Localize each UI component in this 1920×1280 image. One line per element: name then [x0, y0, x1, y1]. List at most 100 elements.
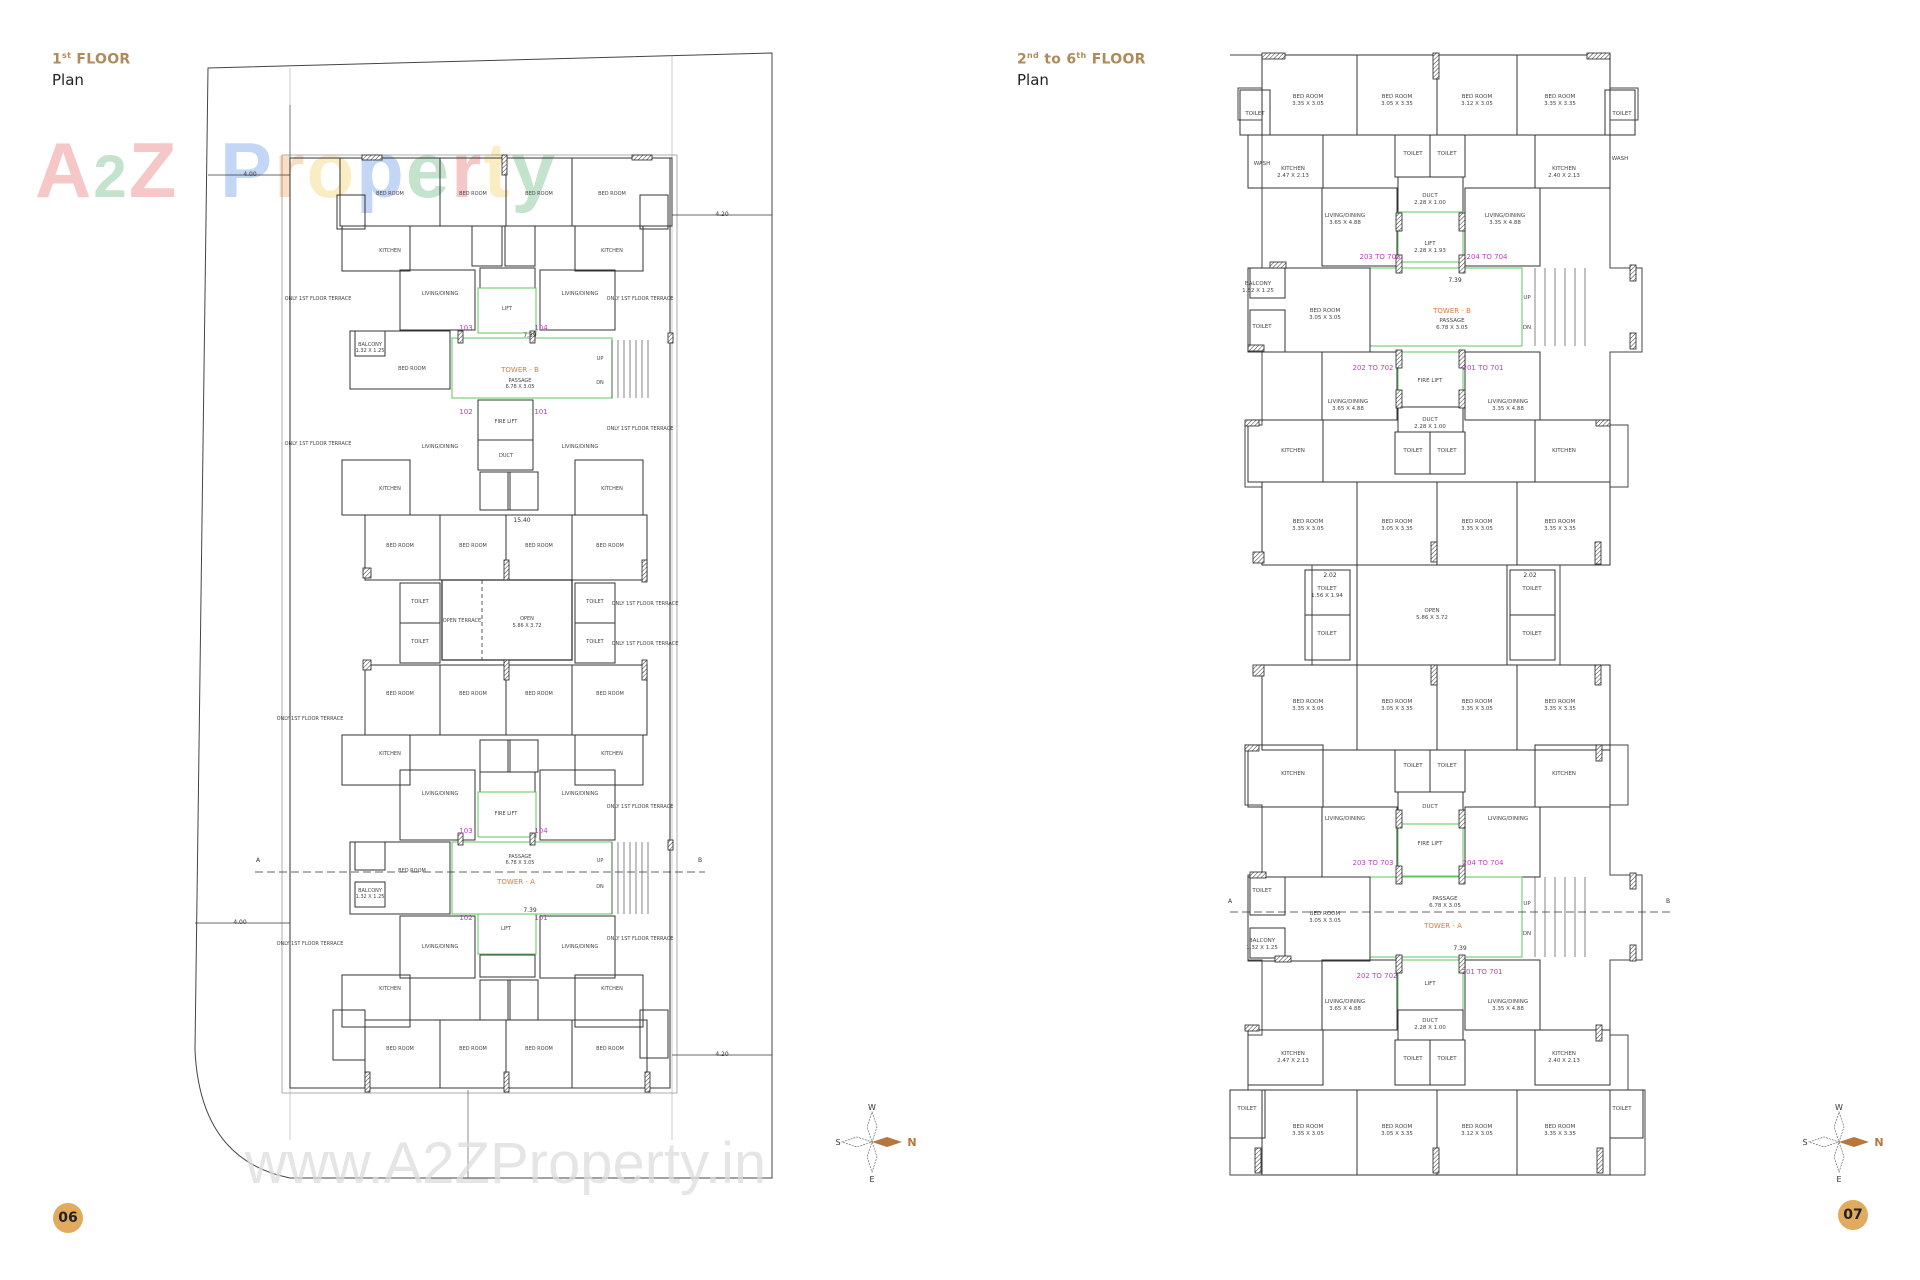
room-label: ONLY 1ST FLOOR TERRACE: [607, 804, 674, 810]
room-size: 2.40 X 2.13: [1548, 173, 1580, 179]
room-label: DUCT: [1422, 417, 1438, 423]
room-label: KITCHEN: [601, 751, 623, 757]
room-label: TOILET: [1436, 1056, 1457, 1062]
room-label: BED ROOM: [1462, 519, 1493, 525]
room-size: 3.05 X 3.05: [1309, 315, 1341, 321]
room-size: 3.35 X 3.35: [1544, 526, 1576, 532]
room-label: LIVING/DINING: [1488, 816, 1528, 822]
passage-label: PASSAGE: [509, 378, 532, 384]
room-label: KITCHEN: [1281, 1051, 1305, 1057]
room-size: 3.05 X 3.05: [1309, 918, 1341, 924]
room-size: 3.05 X 3.35: [1381, 1131, 1413, 1137]
room-label: LIVING/DINING: [1325, 999, 1365, 1005]
room-label: BED ROOM: [596, 543, 624, 549]
room-label: TOILET: [1402, 448, 1423, 454]
room-label: BED ROOM: [1293, 1124, 1324, 1130]
room-label: BED ROOM: [1310, 308, 1341, 314]
room-label: TOILET: [1402, 151, 1423, 157]
unit-number: 101: [534, 408, 547, 416]
room-label: LIVING/DINING: [562, 944, 599, 950]
room-size: 3.35 X 3.05: [1292, 1131, 1324, 1137]
title-mid: to 6: [1039, 51, 1077, 68]
room-label: KITCHEN: [601, 248, 623, 254]
unit-number: 101: [534, 914, 547, 922]
section-marker-b: B: [1666, 898, 1670, 905]
unit-number: 103: [459, 827, 472, 835]
room-label: KITCHEN: [1281, 448, 1305, 454]
room-label: TOILET: [585, 599, 604, 605]
wm-letter-z: Z: [128, 126, 179, 214]
room-label: BALCONY: [358, 342, 383, 348]
room-label: BED ROOM: [459, 191, 487, 197]
room-label: LIVING/DINING: [422, 791, 459, 797]
room-label: LIVING/DINING: [1325, 213, 1365, 219]
room-label: BALCONY: [1249, 938, 1276, 944]
room-size: 2.40 X 2.13: [1548, 1058, 1580, 1064]
room-label: TOILET: [1244, 111, 1265, 117]
room-size: 3.35 X 3.35: [1544, 101, 1576, 107]
room-label: TOILET: [1236, 1106, 1257, 1112]
room-label: KITCHEN: [1552, 166, 1576, 172]
title-floor-number: 1: [52, 51, 63, 68]
room-label: DUCT: [1422, 804, 1438, 810]
unit-number: 104: [534, 827, 548, 835]
room-label: ONLY 1ST FLOOR TERRACE: [612, 601, 679, 607]
dim-label: 4.20: [715, 1051, 729, 1058]
room-size: 2.47 X 2.13: [1277, 173, 1309, 179]
stair-up-label: UP: [597, 356, 604, 362]
room-label: BED ROOM: [1462, 699, 1493, 705]
room-label: LIVING/DINING: [1328, 399, 1368, 405]
passage-size: 6.78 X 3.05: [1436, 325, 1468, 331]
room-label: BED ROOM: [1382, 519, 1413, 525]
section-marker-a: A: [1228, 898, 1233, 905]
room-label: ONLY 1ST FLOOR TERRACE: [607, 936, 674, 942]
compass-w: W: [1835, 1103, 1843, 1112]
compass-s: S: [835, 1138, 840, 1147]
room-size: 3.35 X 3.05: [1292, 526, 1324, 532]
room-label: TOILET: [1251, 888, 1272, 894]
room-label: BED ROOM: [1293, 94, 1324, 100]
unit-number: 102: [459, 914, 472, 922]
dim-label: 7.39: [523, 332, 537, 339]
room-label: BED ROOM: [376, 191, 404, 197]
room-label: LIFT: [1424, 241, 1436, 247]
unit-number: 201 TO 701: [1462, 968, 1503, 976]
unit-number: 104: [534, 324, 548, 332]
wm-digit-2: 2: [93, 143, 129, 210]
room-label: TOILET: [1402, 763, 1423, 769]
compass-e: E: [1836, 1175, 1841, 1184]
room-label: KITCHEN: [379, 986, 401, 992]
room-label: BED ROOM: [1382, 1124, 1413, 1130]
room-size: 3.35 X 3.05: [1292, 101, 1324, 107]
room-size: 3.35 X 3.35: [1544, 1131, 1576, 1137]
room-label: LIVING/DINING: [422, 291, 459, 297]
dim-label: 7.39: [1448, 277, 1462, 284]
room-label: BED ROOM: [1545, 1124, 1576, 1130]
left-page-title: 1st FLOOR: [52, 51, 130, 68]
room-label: DUCT: [499, 453, 514, 459]
room-size: 3.35 X 3.05: [1461, 706, 1493, 712]
stair-up-label: UP: [1523, 901, 1531, 907]
room-label: BALCONY: [358, 888, 383, 894]
room-label: ONLY 1ST FLOOR TERRACE: [277, 716, 344, 722]
dim-label: 2.02: [1523, 572, 1537, 579]
first-floor-plan: [194, 52, 773, 1179]
room-label: BED ROOM: [1382, 94, 1413, 100]
room-label: ONLY 1ST FLOOR TERRACE: [285, 441, 352, 447]
room-label: BED ROOM: [398, 868, 426, 874]
room-label: LIVING/DINING: [422, 444, 459, 450]
room-size: 3.12 X 3.05: [1461, 1131, 1493, 1137]
compass-e: E: [869, 1175, 874, 1184]
watermark-url: www.A2ZProperty.in: [245, 1131, 767, 1196]
room-label: LIVING/DINING: [562, 291, 599, 297]
first-floor-labels: 4.00 4.20 4.20 4.00 7.39 15.40 7.39 BED …: [233, 171, 729, 1058]
room-label: TOILET: [1316, 631, 1337, 637]
room-size: 3.12 X 3.05: [1461, 101, 1493, 107]
room-label: BED ROOM: [459, 1046, 487, 1052]
compass-n: N: [907, 1136, 916, 1149]
room-size: 1.32 X 1.25: [1242, 288, 1274, 294]
typical-floor-plan: [1229, 52, 1670, 1176]
room-size: 3.35 X 4.88: [1492, 406, 1524, 412]
unit-number: 203 TO 703: [1353, 859, 1394, 867]
title-sup: nd: [1027, 51, 1040, 60]
